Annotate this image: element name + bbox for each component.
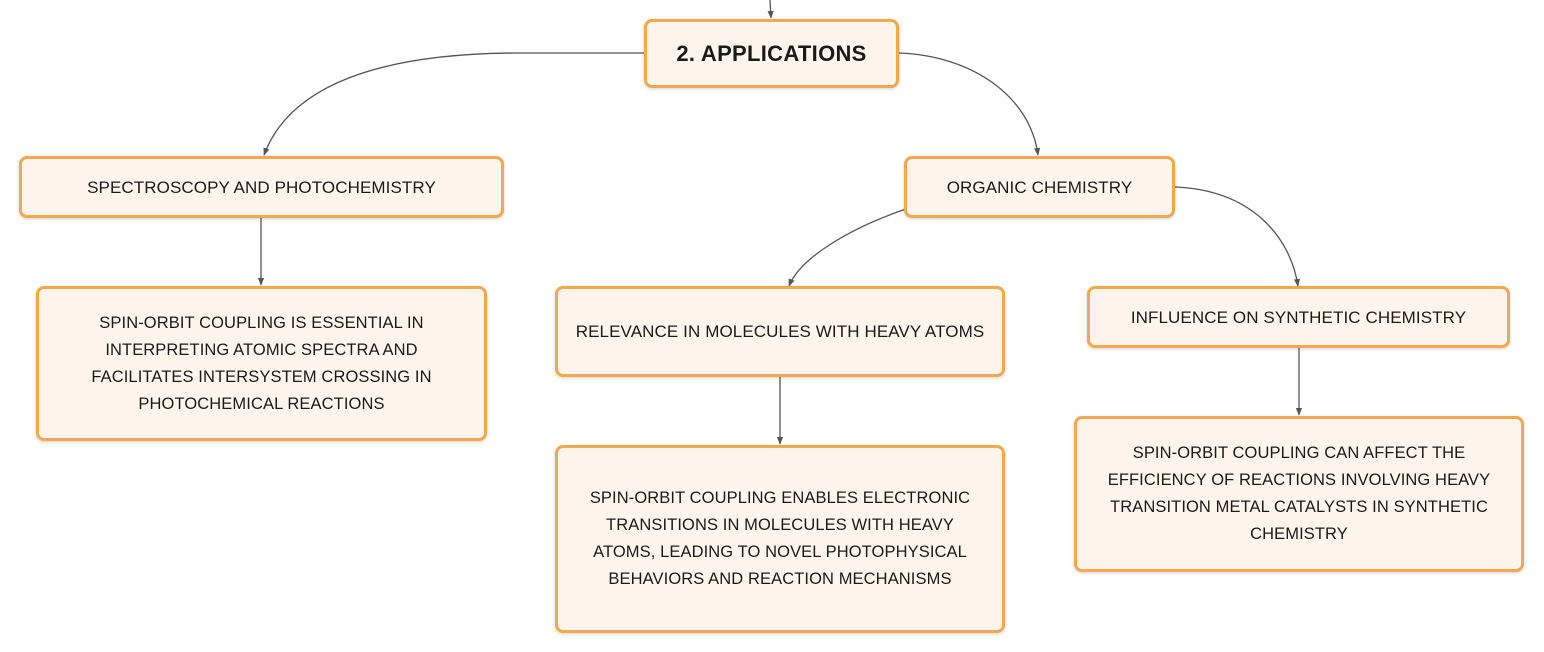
node-heavy-atoms-detail[interactable]: SPIN-ORBIT COUPLING ENABLES ELECTRONIC T… <box>555 445 1005 633</box>
connector-root-to-organic <box>897 52 1041 156</box>
node-heavy-atoms[interactable]: RELEVANCE IN MOLECULES WITH HEAVY ATOMS <box>555 286 1005 377</box>
node-synthetic-detail[interactable]: SPIN-ORBIT COUPLING CAN AFFECT THE EFFIC… <box>1074 416 1524 572</box>
node-spectroscopy-photochemistry[interactable]: SPECTROSCOPY AND PHOTOCHEMISTRY <box>19 156 504 218</box>
connector-organic-to-synthetic <box>1174 186 1300 287</box>
connector-organic-to-heavy-atoms <box>788 208 907 287</box>
node-root-applications[interactable]: 2. APPLICATIONS <box>644 19 899 88</box>
node-spectroscopy-detail[interactable]: SPIN-ORBIT COUPLING IS ESSENTIAL IN INTE… <box>36 286 487 441</box>
connector-root-to-spectroscopy <box>263 52 645 156</box>
connector-parent-to-root <box>767 0 774 19</box>
node-organic-chemistry[interactable]: ORGANIC CHEMISTRY <box>904 156 1175 218</box>
node-synthetic-chemistry[interactable]: INFLUENCE ON SYNTHETIC CHEMISTRY <box>1087 286 1510 348</box>
